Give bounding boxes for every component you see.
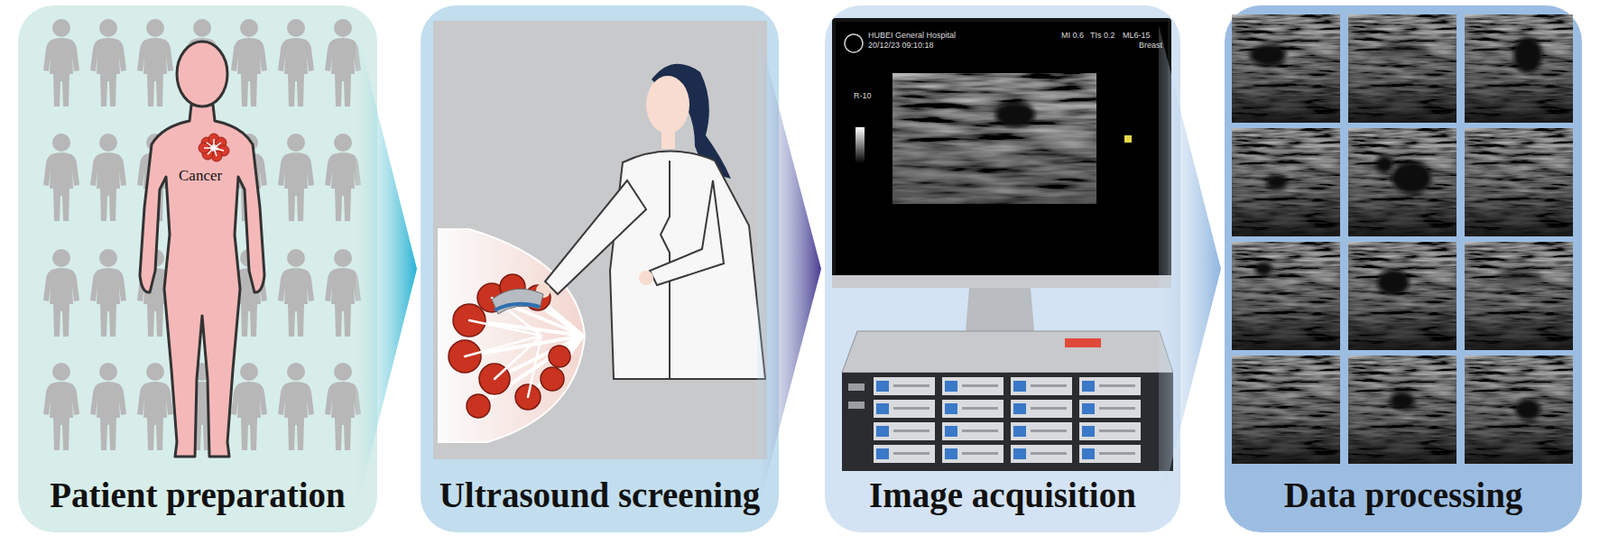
screen-text: TIs 0.2 [1090, 31, 1116, 41]
stage-label: Ultrasound screening [439, 476, 761, 516]
panel-shape [420, 5, 779, 533]
stage-panel: Image acquisition [824, 5, 1181, 533]
stage-panel: Ultrasound screening [420, 5, 779, 533]
server [841, 331, 1174, 472]
screen-text: R-10 [853, 92, 872, 102]
monitor [832, 18, 1172, 332]
ultrasound-grid [1231, 14, 1573, 464]
panel-shape [18, 5, 378, 533]
stage-label: Data processing [1284, 476, 1524, 516]
stage-label: Image acquisition [869, 476, 1137, 516]
tumor-icon [198, 133, 230, 162]
panel-shape [824, 5, 1181, 533]
figure-label: Cancer [178, 166, 222, 185]
stage-panel: Data processing [1224, 5, 1582, 533]
screen-text: Breast [1138, 41, 1163, 51]
screen-text: HUBEI General Hospital [868, 31, 956, 41]
stage-label: Patient preparation [49, 476, 346, 516]
screening-backdrop [433, 20, 768, 460]
flow-chevron [1158, 25, 1221, 513]
screen-text: MI 0.6 [1061, 31, 1084, 41]
patient-figure [139, 41, 265, 457]
flow-chevron [355, 25, 417, 513]
stage-panel: Patient preparation [18, 5, 378, 533]
screen-text: ML6-15 [1122, 31, 1151, 41]
panel-shape [1224, 5, 1582, 533]
flow-chevron [757, 25, 822, 513]
screen-text: 20/12/23 09:10:18 [868, 41, 935, 51]
doctor-illustration [491, 64, 766, 380]
